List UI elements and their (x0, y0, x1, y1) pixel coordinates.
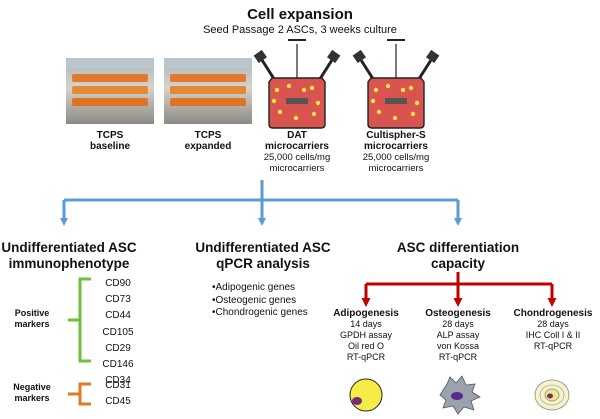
marker-item: CD31 (105, 380, 131, 391)
section-title-line: ASC differentiation (396, 240, 520, 255)
marker-item: CD34 (105, 375, 131, 387)
differentiation-line: RT-qPCR (533, 341, 573, 351)
diagram-title: Cell expansion (247, 6, 353, 23)
cultispher-bioreactor-icon (352, 39, 440, 129)
negative-markers-list: CD31 CD45 (94, 378, 142, 410)
condition-name: TCPS (194, 130, 222, 141)
label-line: markers (14, 393, 50, 403)
diagram-subtitle: Seed Passage 2 ASCs, 3 weeks culture (203, 24, 397, 36)
section-title-line: Undifferentiated ASC (195, 240, 331, 255)
differentiation-name: Osteogenesis (425, 308, 491, 319)
condition-sub: expanded (184, 141, 232, 152)
tcps-expanded-photo (164, 58, 252, 124)
differentiation-line: RT-qPCR (438, 352, 478, 362)
section-differentiation-title: ASC differentiation capacity (378, 240, 538, 272)
blue-branch-arrows (60, 180, 462, 226)
differentiation-line: ALP assay (436, 330, 480, 340)
condition-name: TCPS (96, 130, 124, 141)
gene-item: •Adipogenic genes (212, 282, 296, 293)
condition-sub: baseline (89, 141, 131, 152)
section-immunophenotype-title: Undifferentiated ASC immunophenotype (0, 240, 138, 272)
differentiation-line: 28 days (442, 319, 474, 329)
condition-detail: 25,000 cells/mg microcarriers (362, 152, 430, 174)
marker-item: CD105 (102, 326, 134, 338)
differentiation-line: GPDH assay (339, 330, 392, 340)
osteogenesis-block: Osteogenesis 28 days ALP assay von Kossa… (414, 308, 502, 363)
marker-item: CD29 (105, 342, 131, 354)
differentiation-line: 14 days (350, 319, 382, 329)
differentiation-line: RT-qPCR (346, 352, 386, 362)
label-line: Positive (14, 308, 50, 318)
qpcr-genes-list: •Adipogenic genes •Osteogenic genes •Cho… (212, 282, 308, 320)
section-title-line: qPCR analysis (216, 256, 310, 271)
marker-item: CD90 (105, 278, 131, 289)
differentiation-line: IHC Coll I & II (525, 330, 581, 340)
condition-sub: microcarriers (364, 141, 428, 152)
positive-markers-label: Positive markers (0, 308, 64, 330)
adipocyte-cell-icon (349, 378, 383, 412)
gene-item: •Chondrogenic genes (212, 307, 308, 318)
differentiation-line: von Kossa (436, 341, 480, 351)
differentiation-line: 28 days (537, 319, 569, 329)
condition-sub: microcarriers (265, 141, 329, 152)
condition-name: Cultispher-S (366, 130, 426, 141)
condition-dat: DAT microcarriers 25,000 cells/mg microc… (247, 130, 347, 174)
tcps-baseline-photo (66, 58, 154, 124)
chondrocyte-cell-icon (534, 379, 570, 411)
condition-detail: 25,000 cells/mg microcarriers (263, 152, 331, 174)
red-branch-arrows (361, 272, 557, 307)
label-line: markers (14, 319, 50, 329)
condition-tcps-expanded: TCPS expanded (153, 130, 263, 152)
gene-item: •Osteogenic genes (212, 294, 297, 306)
positive-markers-bracket (68, 277, 91, 363)
marker-item: CD146 (102, 359, 134, 371)
section-title-line: immunophenotype (8, 256, 130, 271)
section-title-line: Undifferentiated ASC (1, 240, 137, 255)
section-title-line: capacity (430, 256, 486, 271)
marker-item: CD44 (105, 310, 131, 322)
marker-item: CD73 (105, 294, 131, 306)
differentiation-name: Adipogenesis (333, 308, 399, 319)
section-qpcr-title: Undifferentiated ASC qPCR analysis (184, 240, 342, 272)
negative-markers-label: Negative markers (0, 382, 64, 404)
negative-markers-bracket (68, 382, 91, 406)
marker-item: CD45 (105, 396, 131, 408)
condition-tcps-baseline: TCPS baseline (55, 130, 165, 152)
label-line: Negative (13, 382, 51, 392)
adipogenesis-block: Adipogenesis 14 days GPDH assay Oil red … (324, 308, 408, 363)
chondrogenesis-block: Chondrogenesis 28 days IHC Coll I & II R… (506, 308, 600, 352)
condition-cultispher: Cultispher-S microcarriers 25,000 cells/… (346, 130, 446, 174)
positive-markers-list: CD90 CD73 CD44 CD105 CD29 CD146 CD34 (94, 276, 142, 389)
condition-name: DAT (287, 130, 307, 141)
differentiation-line: Oil red O (347, 341, 384, 351)
dat-bioreactor-icon (253, 39, 341, 129)
osteocyte-cell-icon (439, 375, 481, 415)
differentiation-name: Chondrogenesis (513, 308, 593, 319)
